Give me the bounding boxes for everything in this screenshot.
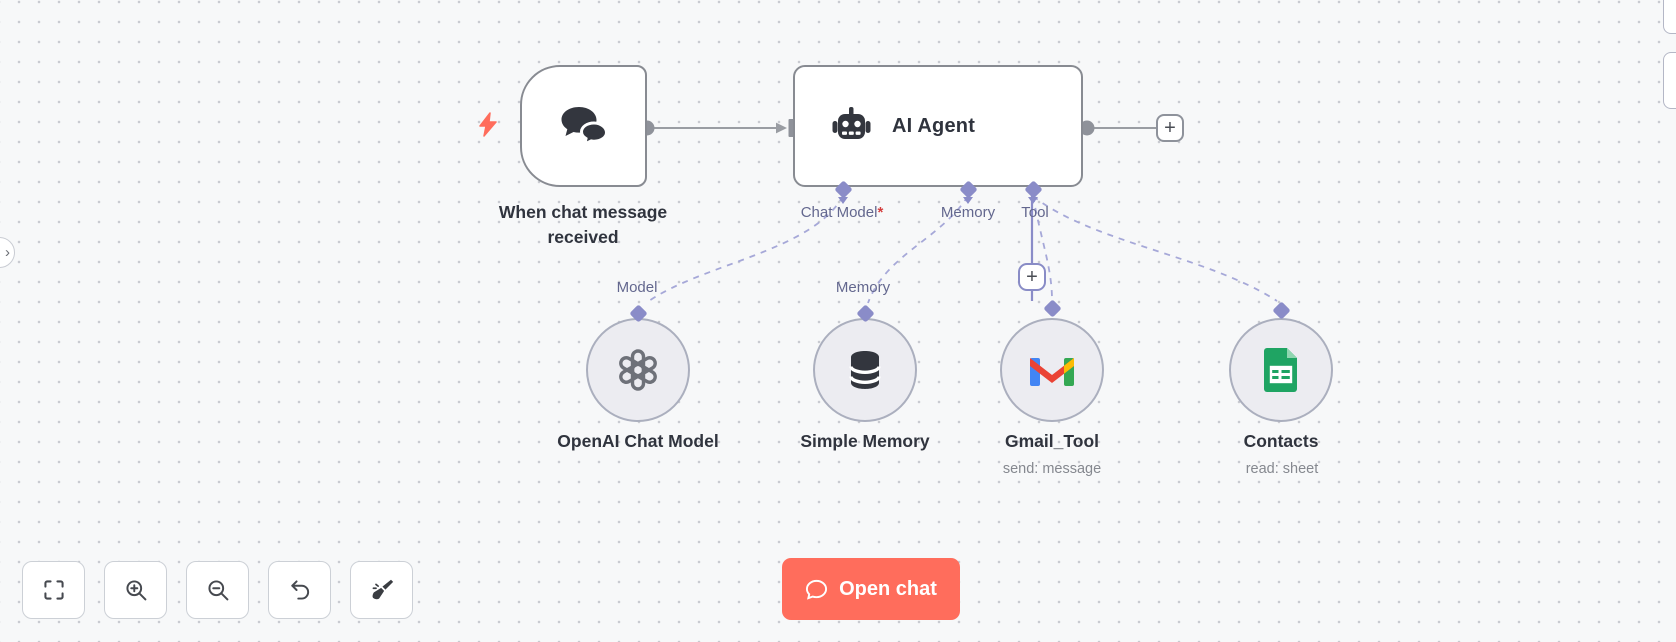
agent-port-chat-model-arrow (838, 197, 848, 204)
agent-port-label-memory: Memory (940, 204, 996, 221)
open-chat-label: Open chat (839, 577, 937, 600)
agent-port-tool-arrow (1028, 197, 1038, 204)
contacts-node[interactable] (1229, 318, 1333, 422)
zoom-out-icon (206, 578, 230, 602)
ai-agent-node[interactable]: AI Agent (793, 65, 1083, 187)
lightning-bolt-icon (477, 112, 499, 138)
agent-node-title: AI Agent (892, 114, 976, 137)
zoom-in-button[interactable] (104, 561, 167, 619)
zoom-out-button[interactable] (186, 561, 249, 619)
connection-tool-contacts[interactable] (1032, 195, 1278, 302)
openai-icon (613, 345, 663, 395)
agent-port-memory-arrow (963, 197, 973, 204)
chevron-right-icon: › (5, 244, 10, 261)
database-icon (841, 346, 889, 394)
openai-chat-model-node[interactable] (586, 318, 690, 422)
gmail-icon (1026, 350, 1078, 390)
edge-partial-button-top[interactable] (1663, 0, 1676, 34)
tidy-up-broom-icon (370, 578, 394, 602)
connection-memory-simplememory[interactable] (867, 195, 969, 304)
edge-partial-button-bottom[interactable] (1663, 52, 1676, 109)
subnode-port-label-model: Model (616, 279, 658, 296)
chat-bubbles-icon (558, 105, 610, 147)
contacts-node-subtitle: read: sheet (1245, 461, 1319, 477)
connection-arrowhead (776, 122, 787, 134)
trigger-node-label: When chat message received (498, 202, 668, 247)
connection-chatmodel-openai[interactable] (645, 195, 844, 304)
simple-memory-node-title: Simple Memory (800, 431, 930, 451)
openai-node-title: OpenAI Chat Model (557, 431, 719, 451)
agent-output-port[interactable] (1079, 120, 1095, 136)
gmail-node-title: Gmail_Tool (1005, 431, 1099, 451)
google-sheets-icon (1262, 346, 1300, 394)
gmail-tool-node[interactable] (1000, 318, 1104, 422)
gmail-node-subtitle: send: message (1002, 461, 1102, 477)
undo-button[interactable] (268, 561, 331, 619)
fit-view-button[interactable] (22, 561, 85, 619)
subnode-port-label-memory: Memory (835, 279, 891, 296)
contacts-node-title: Contacts (1243, 431, 1319, 451)
chat-bubble-icon (805, 578, 828, 601)
robot-icon (828, 103, 874, 149)
zoom-in-icon (124, 578, 148, 602)
required-asterisk: * (877, 204, 884, 221)
add-tool-button[interactable]: + (1018, 263, 1046, 291)
agent-input-port[interactable] (788, 119, 795, 137)
agent-port-label-chat-model: Chat Model* (800, 204, 884, 221)
tidy-up-button[interactable] (350, 561, 413, 619)
add-node-button[interactable]: + (1156, 114, 1184, 142)
connection-tool-gmail[interactable] (1032, 195, 1053, 301)
trigger-node-when-chat-message-received[interactable] (520, 65, 647, 187)
fit-view-icon (42, 578, 66, 602)
undo-icon (288, 578, 312, 602)
simple-memory-node[interactable] (813, 318, 917, 422)
open-chat-button[interactable]: Open chat (782, 558, 960, 620)
agent-port-label-tool: Tool (1021, 204, 1049, 221)
